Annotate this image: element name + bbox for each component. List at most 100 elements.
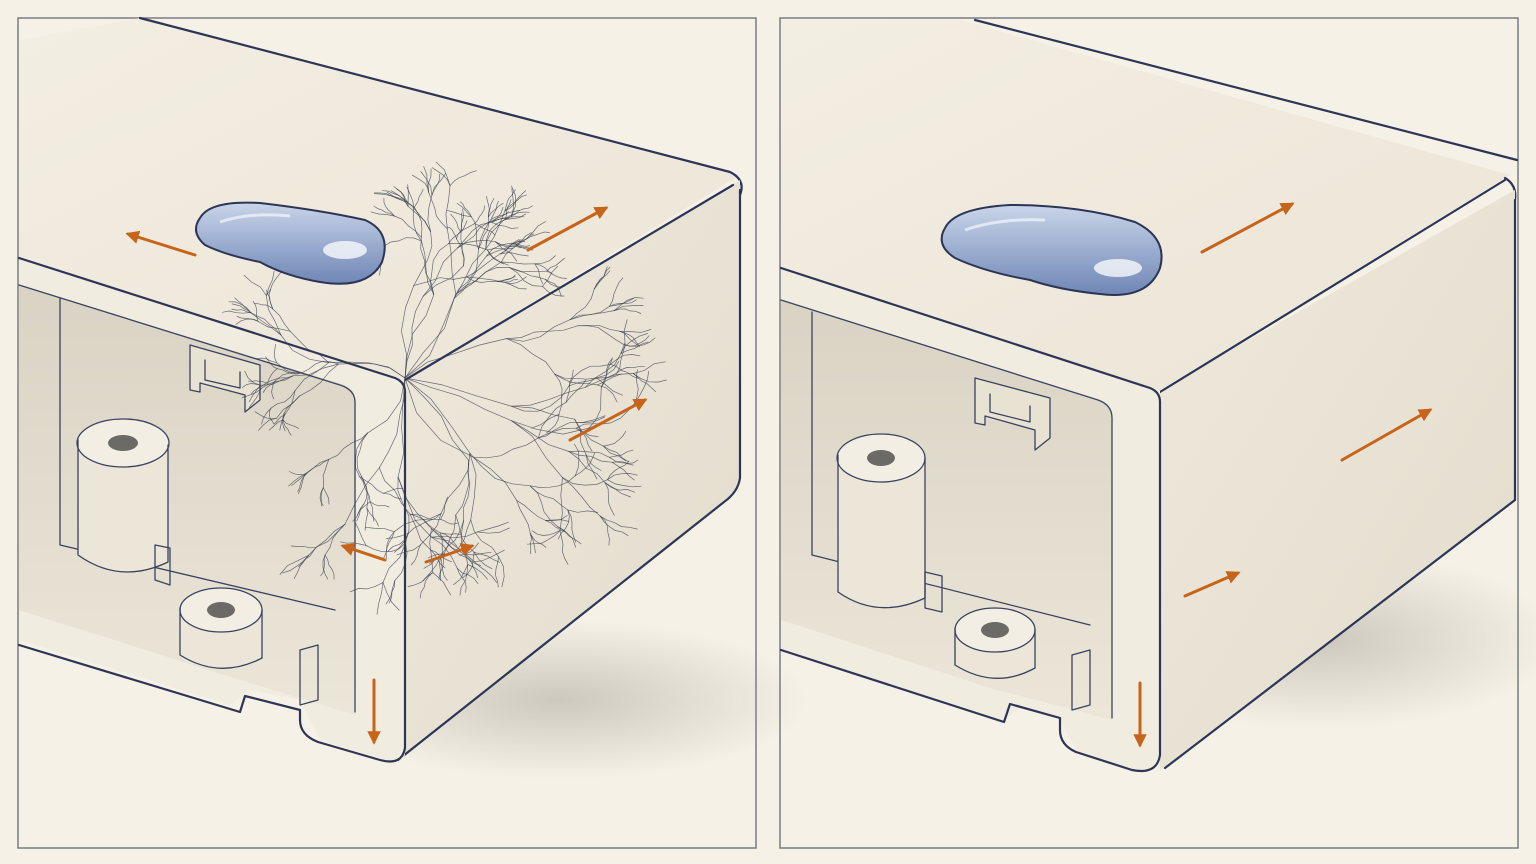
crazing-crack-icon — [487, 206, 504, 224]
crazing-crack-icon — [236, 316, 259, 322]
crazing-crack-icon — [577, 415, 606, 423]
crazing-crack-icon — [509, 267, 547, 273]
crazing-crack-icon — [427, 168, 432, 193]
crazing-crack-icon — [469, 452, 531, 487]
crazing-crack-icon — [457, 222, 489, 249]
crazing-crack-icon — [487, 249, 509, 266]
crazing-crack-icon — [599, 515, 638, 530]
crazing-crack-icon — [531, 530, 561, 536]
crazing-crack-icon — [440, 496, 448, 520]
crazing-crack-icon — [369, 501, 390, 508]
crazing-crack-icon — [234, 297, 252, 314]
crazing-crack-icon — [276, 395, 300, 419]
crazing-crack-icon — [265, 272, 281, 296]
crazing-crack-icon — [511, 420, 563, 478]
crazing-crack-icon — [422, 247, 459, 297]
crazing-crack-icon — [574, 418, 604, 447]
crazing-crack-icon — [231, 308, 252, 314]
crazing-crack-icon — [495, 241, 518, 262]
crazing-crack-icon — [510, 386, 586, 407]
crazing-crack-icon — [584, 353, 622, 388]
crazing-crack-icon — [383, 197, 395, 217]
crazing-crack-icon — [613, 308, 642, 314]
crazing-crack-icon — [506, 338, 556, 375]
crazing-crack-icon — [609, 456, 634, 466]
crazing-crack-icon — [356, 503, 365, 522]
snap-clip — [975, 378, 1050, 450]
crazing-crack-icon — [251, 312, 282, 336]
crazing-crack-icon — [320, 554, 326, 577]
crazing-crack-icon — [632, 361, 666, 374]
crazing-crack-icon — [511, 242, 533, 249]
housing-right — [779, 18, 1536, 773]
crazing-crack-icon — [407, 184, 409, 207]
crazing-crack-icon — [421, 240, 435, 295]
crazing-crack-icon — [529, 485, 569, 511]
stress-arrow-icon — [1340, 408, 1433, 462]
crazing-crack-icon — [485, 219, 506, 250]
crazing-crack-icon — [554, 373, 563, 415]
crazing-crack-icon — [322, 487, 330, 505]
crazing-crack-icon — [248, 380, 268, 384]
crazing-crack-icon — [609, 298, 634, 307]
crazing-crack-icon — [248, 387, 262, 408]
crazing-crack-icon — [304, 458, 330, 475]
crazing-crack-icon — [456, 220, 468, 240]
housing-top-face — [19, 18, 740, 380]
crazing-crack-icon — [545, 520, 567, 533]
crazing-crack-icon — [516, 500, 547, 521]
crazing-crack-icon — [315, 524, 346, 549]
crazing-crack-icon — [279, 554, 309, 575]
crazing-crack-icon — [409, 513, 441, 520]
crazing-crack-icon — [284, 390, 296, 415]
crazing-crack-icon — [431, 536, 458, 569]
crazing-crack-icon — [291, 473, 307, 486]
crazing-crack-icon — [292, 363, 339, 377]
crazing-crack-icon — [370, 211, 395, 217]
crazing-crack-icon — [509, 267, 543, 287]
crazing-crack-icon — [529, 475, 576, 488]
crazing-crack-icon — [322, 458, 330, 488]
crazing-crack-icon — [577, 325, 625, 346]
crazing-crack-icon — [443, 514, 457, 554]
crazing-crack-icon — [478, 219, 492, 250]
crazing-crack-icon — [466, 253, 501, 278]
crazing-crack-icon — [270, 390, 296, 409]
crazing-crack-icon — [290, 545, 317, 549]
crazing-crack-icon — [361, 475, 371, 503]
crazing-crack-icon — [485, 244, 517, 257]
crazing-crack-icon — [435, 161, 451, 187]
crazing-crack-icon — [255, 357, 277, 364]
crazing-crack-icon — [472, 437, 539, 459]
crazing-crack-icon — [273, 413, 286, 425]
crazing-crack-icon — [526, 231, 551, 240]
crazing-crack-icon — [453, 248, 479, 299]
crazing-crack-icon — [404, 294, 435, 379]
crazing-crack-icon — [567, 509, 577, 543]
tall-screw-boss — [836, 433, 926, 609]
crazing-crack-icon — [610, 354, 641, 365]
crazing-crack-icon — [289, 330, 330, 363]
crazing-crack-icon — [298, 473, 306, 494]
crazing-crack-icon — [460, 208, 464, 233]
crazing-crack-icon — [257, 320, 291, 332]
crazing-crack-icon — [272, 308, 291, 332]
crazing-crack-icon — [397, 476, 432, 538]
crazing-crack-icon — [506, 325, 578, 339]
crazing-crack-icon — [276, 362, 303, 375]
crazing-crack-icon — [467, 564, 488, 580]
crazing-crack-icon — [411, 174, 429, 193]
crazing-crack-icon — [266, 368, 278, 385]
crazing-crack-icon — [422, 265, 464, 297]
housing-top-face — [781, 20, 1510, 390]
crazing-crack-icon — [620, 319, 628, 354]
short-screw-boss — [954, 607, 1036, 679]
crazing-crack-icon — [388, 580, 396, 604]
crazing-crack-icon — [448, 223, 475, 244]
crazing-crack-icon — [505, 276, 527, 284]
crazing-crack-icon — [496, 274, 516, 282]
crazing-crack-icon — [250, 312, 282, 336]
crazing-crack-icon — [404, 293, 457, 379]
crazing-crack-icon — [439, 555, 442, 581]
crazing-crack-icon — [447, 226, 457, 240]
